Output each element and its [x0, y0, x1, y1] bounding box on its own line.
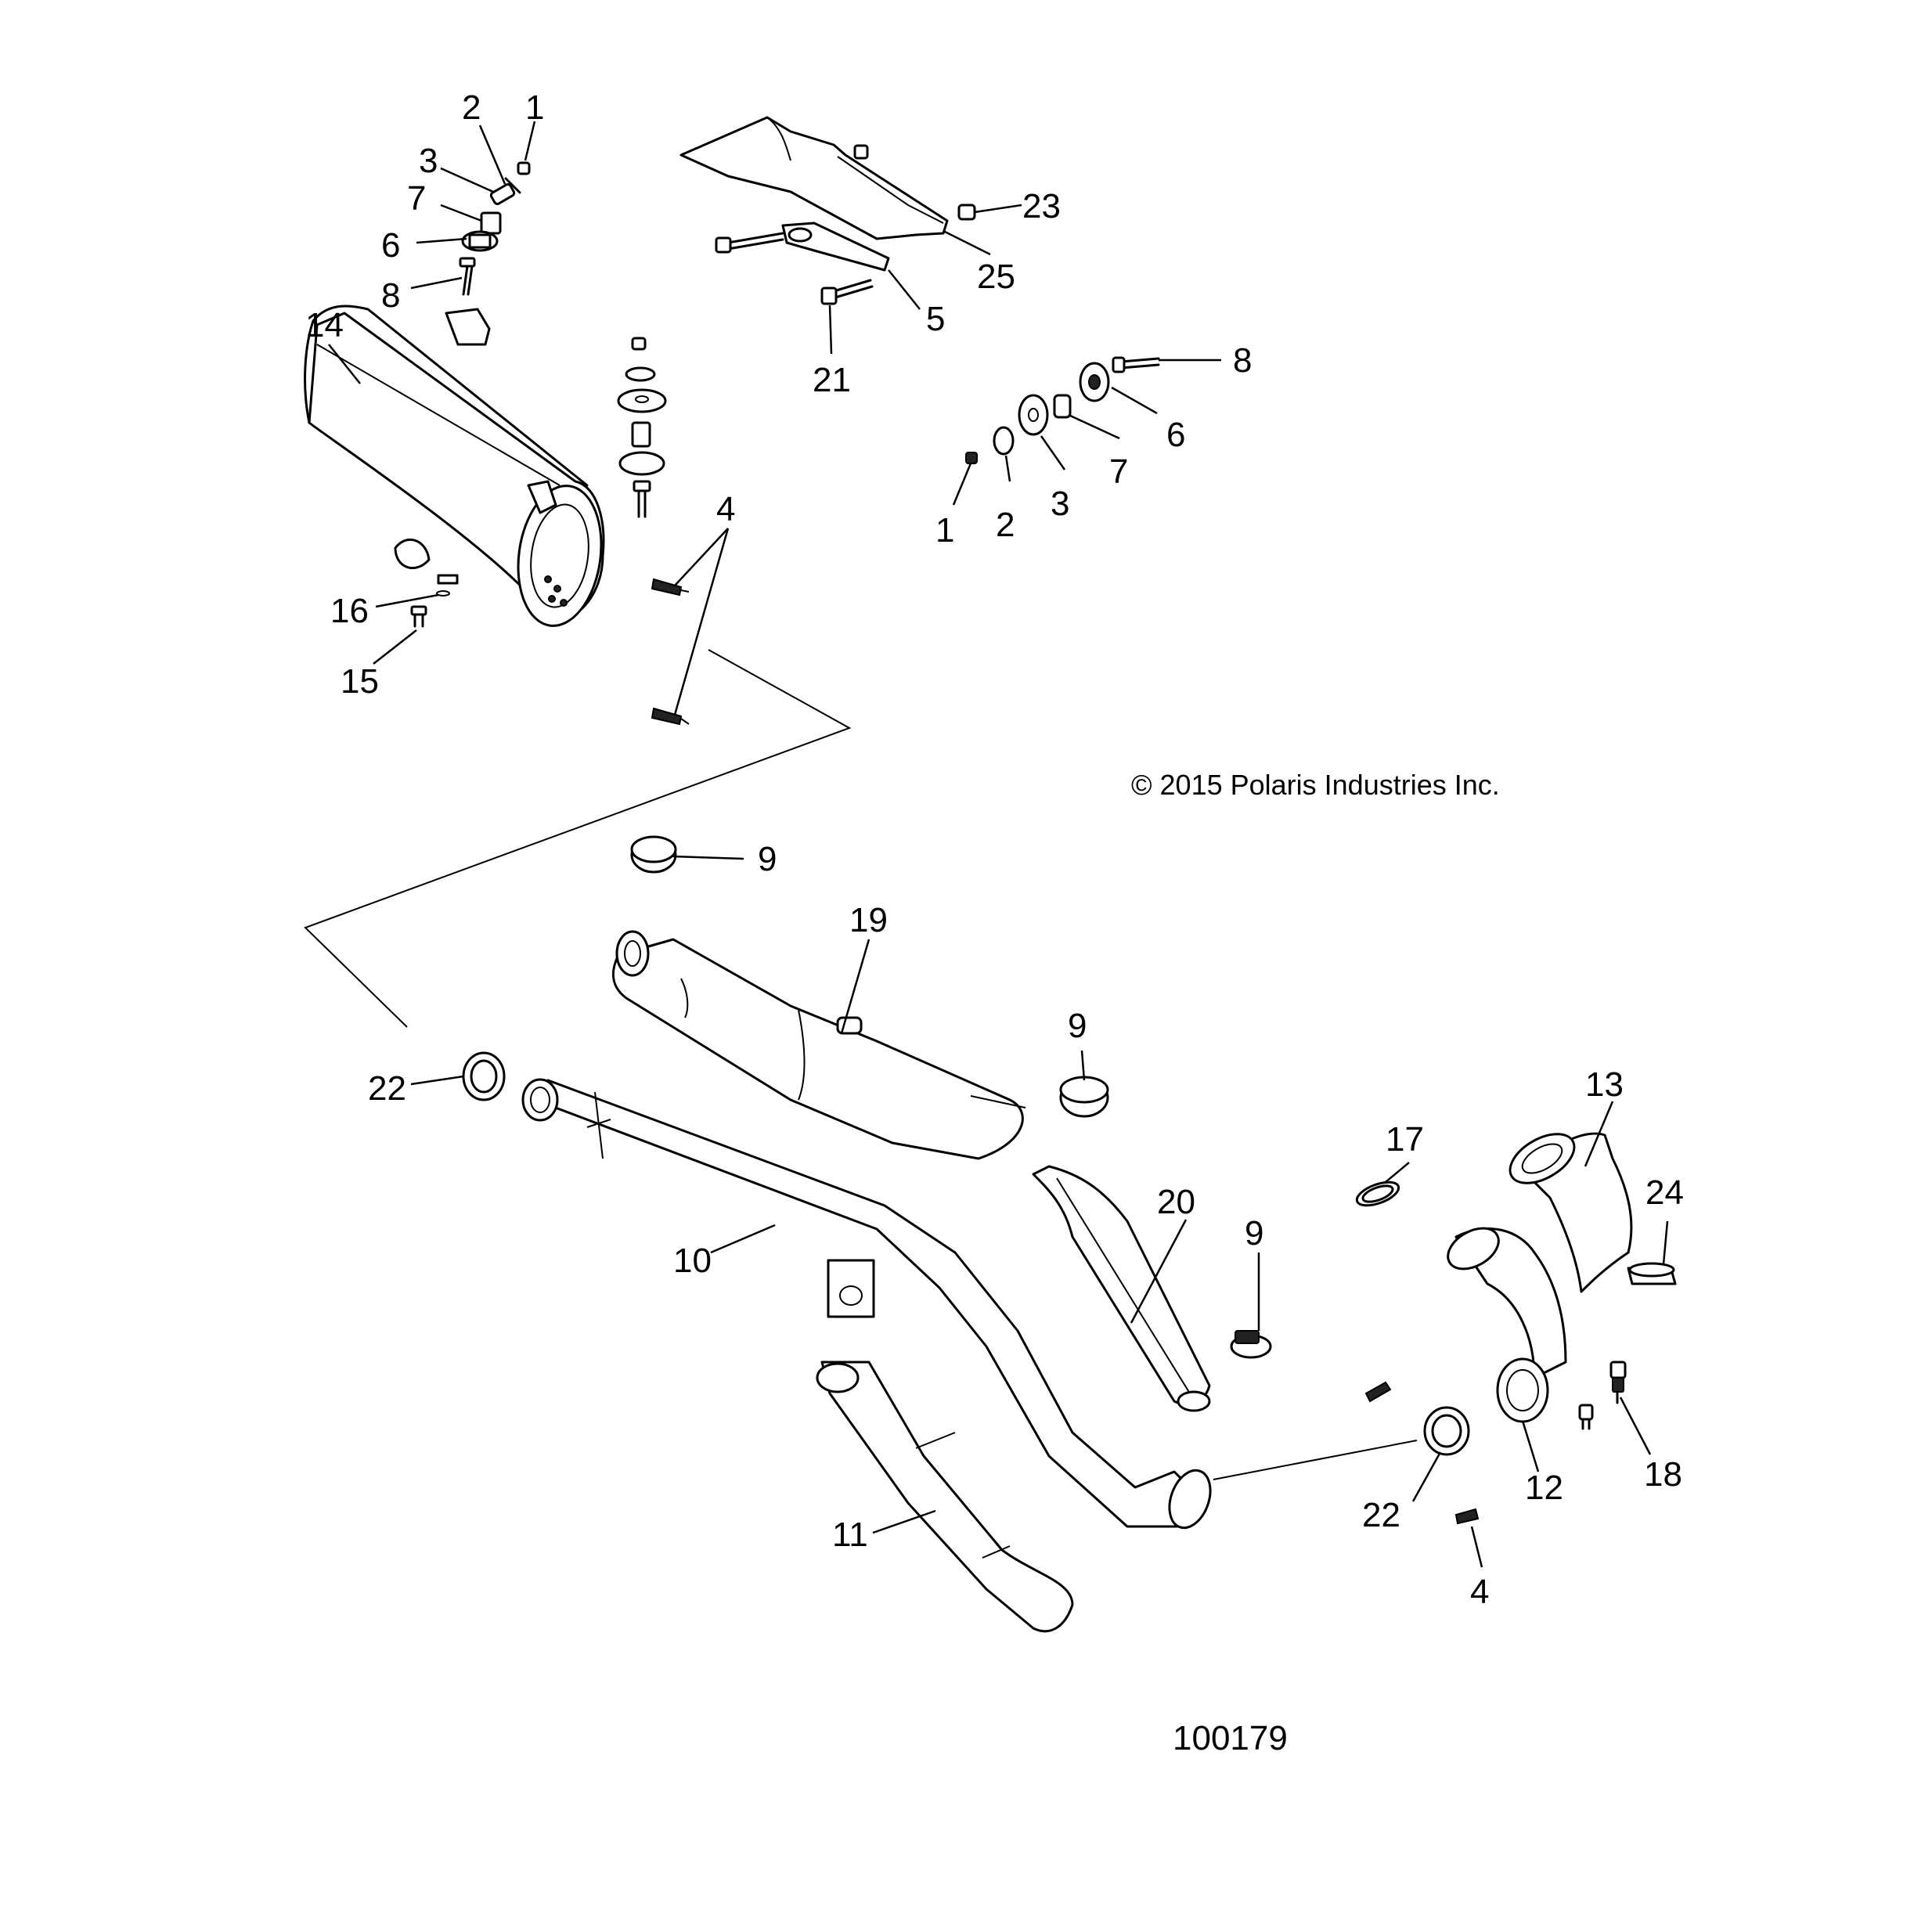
callout-label: 5: [926, 300, 945, 338]
callout-labels: 1 2 3 7 6 8 14 23 25 5 21 8 6 7 3 2 1 4 …: [305, 88, 1684, 1611]
callout-label: 4: [1470, 1573, 1489, 1611]
callout-label: 2: [996, 506, 1015, 544]
callout-label: 7: [1109, 452, 1128, 491]
callout-label: 19: [849, 901, 888, 939]
hardware-row-right: [965, 356, 1160, 464]
callout-label: 1: [935, 511, 954, 550]
callout-label: 22: [368, 1069, 406, 1108]
callout-label: 11: [832, 1516, 868, 1554]
callout-label: 8: [1233, 341, 1252, 380]
clamp-parts: [630, 835, 1272, 1359]
pipe-19-part: [611, 930, 1026, 1160]
callout-label: 9: [758, 840, 777, 878]
callout-label: 4: [716, 490, 735, 528]
muffler-part: [304, 305, 605, 627]
callout-label: 22: [1362, 1496, 1400, 1534]
callout-label: 12: [1525, 1469, 1563, 1507]
callout-label: 20: [1157, 1183, 1195, 1221]
pipe-20-part: [1032, 1165, 1211, 1412]
spring-parts: [651, 578, 1480, 1525]
callout-label: 23: [1022, 187, 1061, 225]
callout-label: 9: [1068, 1007, 1087, 1045]
gasket-plug-parts: [410, 590, 450, 628]
callout-label: 16: [330, 592, 369, 630]
callout-label: 18: [1644, 1455, 1682, 1494]
callout-label: 13: [1585, 1065, 1624, 1104]
callout-label: 24: [1645, 1173, 1684, 1212]
grommet-stack: [617, 337, 667, 518]
pipe-12-13-parts: [1355, 1132, 1677, 1430]
callout-label: 3: [419, 142, 438, 180]
callout-label: 10: [673, 1242, 712, 1280]
callout-label: 7: [407, 179, 426, 218]
pipe-11-part: [816, 1361, 1074, 1633]
callout-label: 2: [462, 88, 481, 127]
callout-label: 14: [305, 306, 344, 344]
callout-label: 17: [1386, 1120, 1424, 1159]
heat-shield-part: [679, 116, 976, 305]
callout-label: 6: [1166, 416, 1185, 454]
callout-label: 8: [381, 276, 400, 315]
figure-number: 100179: [1173, 1719, 1288, 1757]
assembly-guide-lines: [304, 649, 1418, 1480]
gasket-22-parts: [462, 1051, 1470, 1456]
callout-label: 21: [813, 361, 851, 399]
callout-label: 25: [977, 258, 1015, 296]
pipe-10-part: [521, 1078, 1212, 1530]
copyright-text: © 2015 Polaris Industries Inc.: [1131, 769, 1500, 801]
callout-label: 3: [1051, 485, 1069, 523]
hardware-stack-left: [459, 161, 531, 296]
callout-label: 1: [525, 88, 544, 127]
leader-lines: [328, 121, 1669, 1568]
callout-label: 6: [381, 226, 400, 265]
callout-label: 15: [341, 662, 379, 701]
callout-label: 9: [1245, 1214, 1263, 1253]
